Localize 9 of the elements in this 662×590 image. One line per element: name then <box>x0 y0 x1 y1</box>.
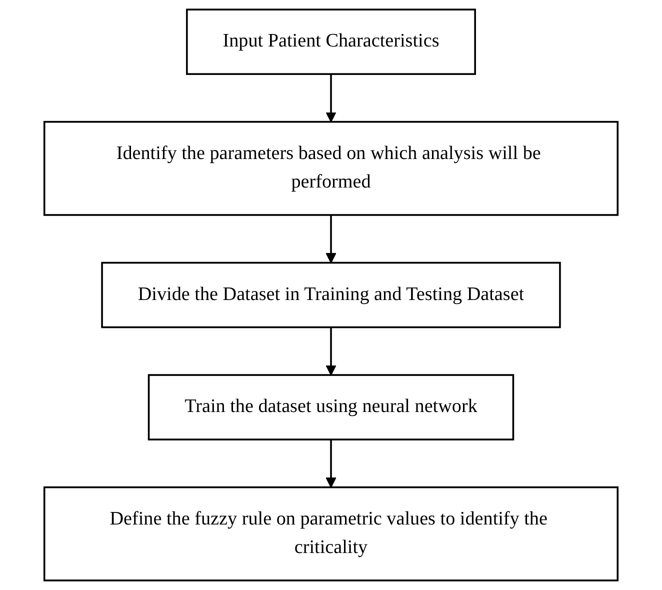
arrow <box>326 440 336 488</box>
node-box: Identify the parameters based on which analysis will be performed <box>43 120 619 216</box>
arrow <box>326 74 336 122</box>
node-box: Input Patient Characteristics <box>186 8 476 75</box>
node-box: Define the fuzzy rule on parametric values to identify the criticality <box>43 486 619 582</box>
node-box: Divide the Dataset in Training and Testing Dataset <box>101 262 561 328</box>
arrow <box>326 214 336 264</box>
arrow <box>326 327 336 376</box>
node-box: Train the dataset using neural network <box>148 374 514 440</box>
